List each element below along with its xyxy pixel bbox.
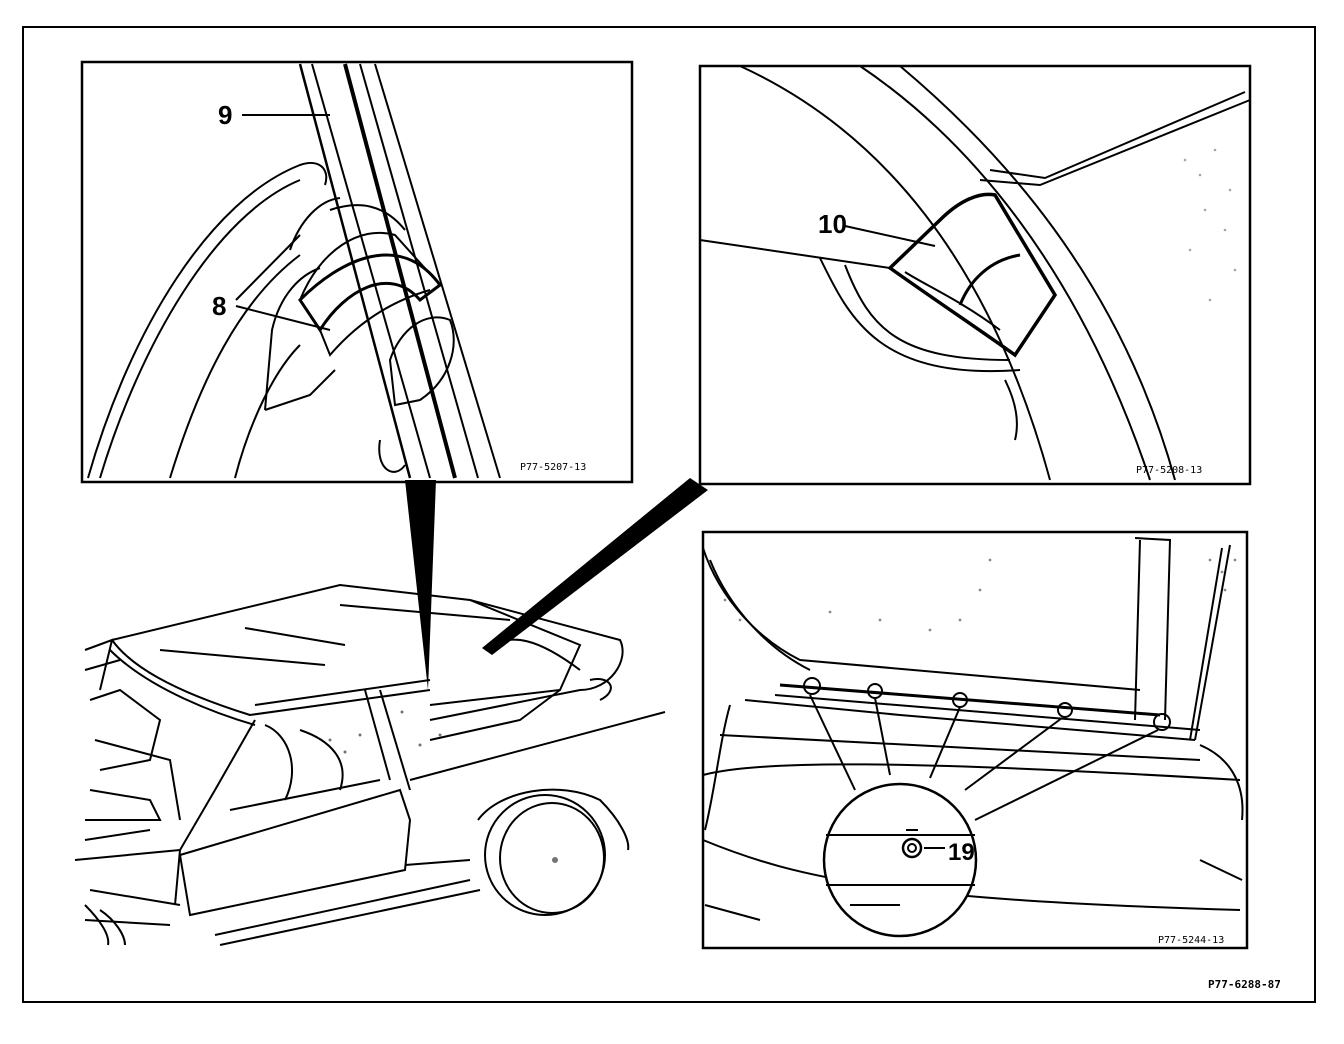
panel-ref-code: P77-5208-13 (1136, 465, 1202, 476)
callout-9: 9 (218, 100, 232, 130)
callout-8: 8 (212, 291, 226, 321)
figure-ref-code: P77-6288-87 (1208, 978, 1281, 991)
panel-ref-code: P77-5207-13 (520, 462, 586, 473)
callout-10: 10 (818, 209, 847, 239)
detail-panel-a-pillar-seal: 9 8 P77-5207-13 (80, 60, 634, 484)
detail-panel-roof-seal: 10 P77-5208-13 (698, 64, 1252, 486)
panel-ref-code: P77-5244-13 (1158, 935, 1224, 946)
outer-frame (22, 26, 1316, 1003)
callout-19: 19 (948, 839, 975, 866)
car-overview-illustration (74, 478, 708, 946)
detail-panel-rear-fasteners: 19 P77-5244-13 (701, 530, 1249, 950)
